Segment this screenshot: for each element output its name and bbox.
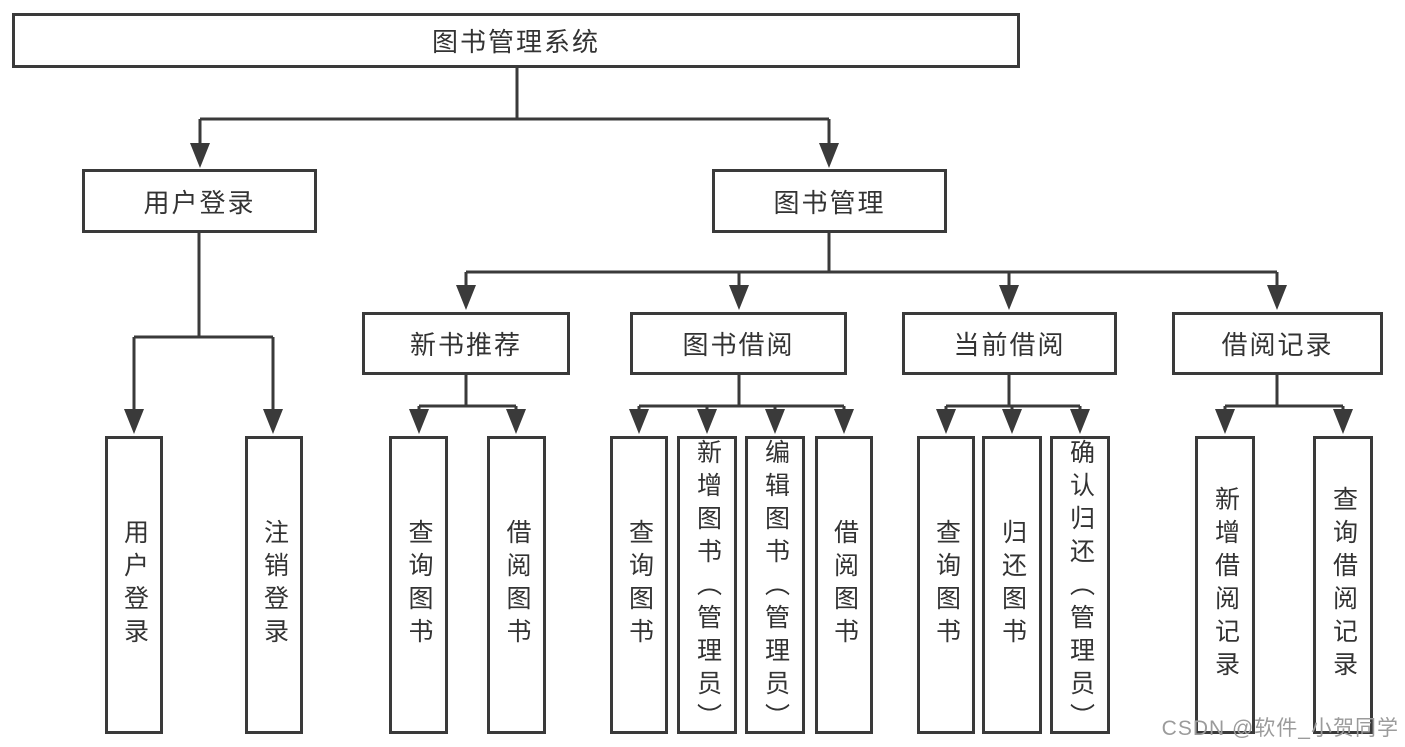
leaf-logout-login-label: 注销登录 [260,519,289,651]
arrowhead-icon [124,409,144,434]
leaf-return-books-label: 归还图书 [998,519,1027,651]
leaf-query-books-recommend-label: 查询图书 [405,519,433,651]
leaf-query-borrow-record-label: 查询借阅记录 [1329,486,1358,684]
arrowhead-icon [697,409,717,434]
node-new-book-recommend: 新书推荐 [362,312,570,375]
arrowhead-icon [1002,409,1022,434]
arrowhead-icon [729,285,749,310]
leaf-query-books-borrowing-label: 查询图书 [625,519,654,651]
connector-book-management-to-level3 [456,233,1287,310]
connector-borrowing-records-to-children [1215,374,1353,434]
connector-line [944,374,1082,412]
connector-line [464,233,1279,289]
connector-line [198,68,831,147]
arrowhead-icon [834,409,854,434]
leaf-logout-login: 注销登录 [245,436,303,734]
watermark: CSDN @软件_小贺同学 [1161,717,1399,740]
leaf-user-login-label: 用户登录 [120,519,149,651]
node-borrowing-records-label: 借阅记录 [1221,330,1334,360]
connector-line [417,374,518,412]
arrowhead-icon [765,409,785,434]
leaf-borrow-books-borrowing: 借阅图书 [815,436,873,734]
arrowhead-icon [506,409,526,434]
arrowhead-icon [1070,409,1090,434]
arrowhead-icon [1267,285,1287,310]
leaf-query-books-recommend: 查询图书 [389,436,448,734]
leaf-query-books-current-label: 查询图书 [932,519,961,651]
connector-book-borrowing-to-children [629,374,854,434]
node-book-borrowing-label: 图书借阅 [682,330,795,360]
node-borrowing-records: 借阅记录 [1172,312,1383,375]
node-new-book-recommend-label: 新书推荐 [409,330,522,360]
arrowhead-icon [936,409,956,434]
connector-root-to-level2 [190,68,839,168]
leaf-query-books-borrowing: 查询图书 [610,436,668,734]
arrowhead-icon [999,285,1019,310]
leaf-edit-book-admin: 编辑图书（管理员） [745,436,805,736]
leaf-borrow-books-recommend-label: 借阅图书 [503,519,531,651]
leaf-edit-book-admin-label: 编辑图书（管理员） [761,439,790,736]
leaf-confirm-return-admin: 确认归还（管理员） [1050,436,1110,736]
leaf-confirm-return-admin-label: 确认归还（管理员） [1066,439,1095,736]
node-book-management-label: 图书管理 [773,187,886,218]
arrowhead-icon [456,285,476,310]
node-root-label: 图书管理系统 [431,27,600,57]
leaf-return-books: 归还图书 [982,436,1042,734]
leaf-add-book-admin-label: 新增图书（管理员） [693,439,722,736]
connector-line [637,374,846,412]
node-book-management: 图书管理 [712,169,947,233]
node-current-borrowing-label: 当前借阅 [953,330,1066,360]
node-user-login: 用户登录 [82,169,317,233]
arrowhead-icon [629,409,649,434]
arrowhead-icon [409,409,429,434]
connector-new-book-recommend-to-children [409,374,526,434]
connector-line [132,233,275,413]
connector-line [1223,374,1345,412]
node-book-borrowing: 图书借阅 [630,312,847,375]
leaf-query-borrow-record: 查询借阅记录 [1313,436,1373,734]
node-current-borrowing: 当前借阅 [902,312,1117,375]
leaf-borrow-books-borrowing-label: 借阅图书 [830,519,859,651]
leaf-query-books-current: 查询图书 [917,436,975,734]
arrowhead-icon [1215,409,1235,434]
node-root: 图书管理系统 [12,13,1020,68]
arrowhead-icon [819,143,839,168]
node-user-login-label: 用户登录 [143,187,256,218]
arrowhead-icon [190,143,210,168]
arrowhead-icon [263,409,283,434]
arrowhead-icon [1333,409,1353,434]
leaf-add-borrow-record-label: 新增借阅记录 [1211,486,1240,684]
connector-current-borrowing-to-children [936,374,1090,434]
leaf-user-login: 用户登录 [105,436,163,734]
leaf-borrow-books-recommend: 借阅图书 [487,436,546,734]
leaf-add-borrow-record: 新增借阅记录 [1195,436,1255,734]
connector-user-login-to-children [124,233,283,434]
leaf-add-book-admin: 新增图书（管理员） [677,436,737,736]
